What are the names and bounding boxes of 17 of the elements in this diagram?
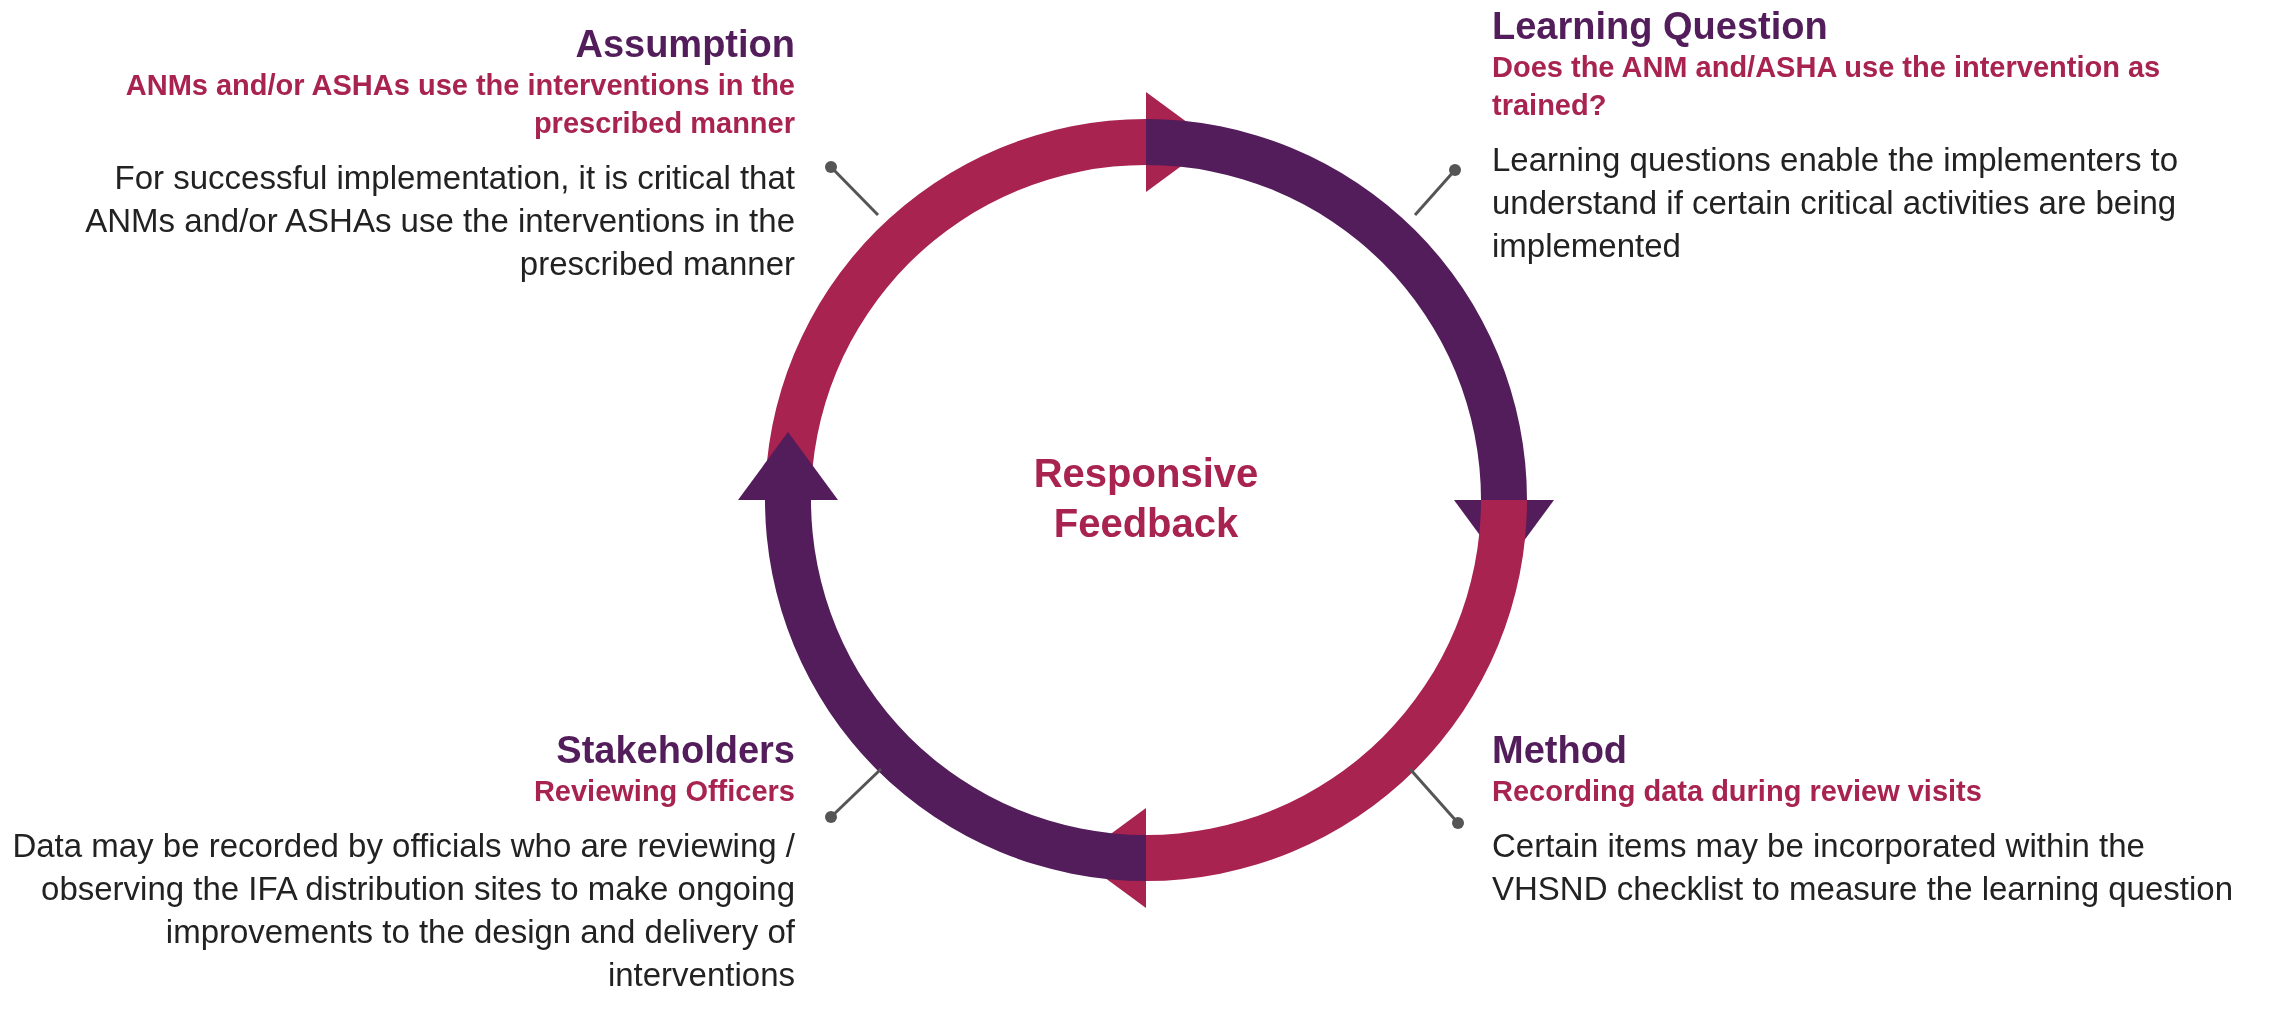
section-description: Certain items may be incorporated within the VHSND checklist to measure the learning question [1492, 826, 2235, 909]
center-label: Responsive Feedback [1032, 450, 1260, 547]
section-description: Data may be recorded by officials who are reviewing / observing the IFA distribution sites to make ongoing improvements to the design and delivery of interventions [11, 826, 795, 995]
section-heading: Method [1492, 728, 1629, 772]
section-heading: Learning Question [1492, 4, 1829, 48]
section-subheading: Does the ANM and/ASHA use the intervention as trained? [1492, 50, 2162, 123]
leader-line [1408, 768, 1464, 829]
section-heading: Stakeholders [555, 728, 795, 772]
section-heading: Assumption [574, 22, 795, 66]
section-description: Learning questions enable the implementers to understand if certain critical activities are being implemented [1492, 140, 2180, 266]
leader-line [1413, 164, 1461, 216]
leader-line [825, 767, 883, 823]
section-subheading: Reviewing Officers [532, 774, 795, 809]
section-description: For successful implementation, it is critical that ANMs and/or ASHAs use the interventions in the prescribed manner [84, 158, 795, 284]
section-subheading: ANMs and/or ASHAs use the interventions in the prescribed manner [124, 68, 795, 141]
section-subheading: Recording data during review visits [1492, 774, 1983, 809]
leader-line [825, 161, 880, 217]
